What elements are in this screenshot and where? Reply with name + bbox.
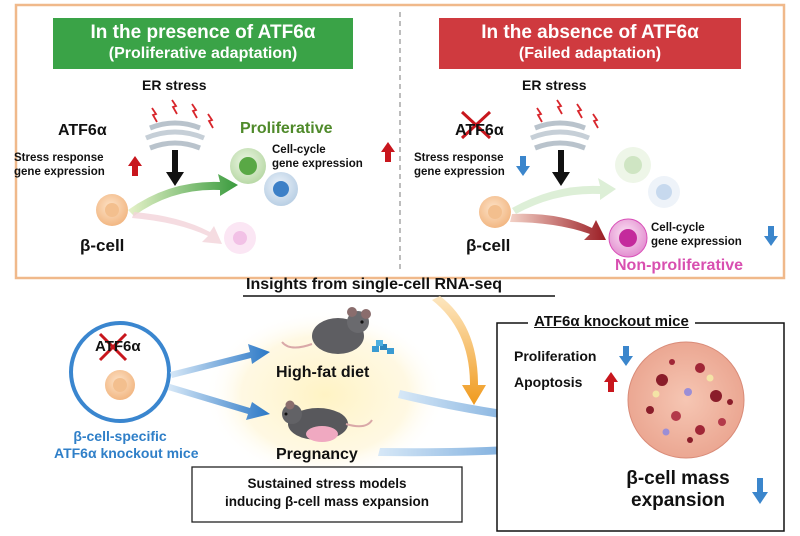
banner-presence-title: In the presence of ATF6α	[90, 22, 316, 43]
proliferative-arrow	[128, 174, 238, 216]
banner-absence-subtitle: (Failed adaptation)	[518, 45, 662, 62]
down-arrow-proliferation	[619, 346, 633, 366]
knockout-caption-2: ATF6α knockout mice	[54, 445, 199, 461]
insights-label: Insights from single-cell RNA-seq	[246, 276, 503, 293]
down-arrow-expansion	[752, 478, 768, 504]
pregnancy-label: Pregnancy	[276, 446, 358, 463]
cell-cycle-label-left-2: gene expression	[272, 158, 363, 170]
mass-expansion-label-2: expansion	[631, 490, 725, 511]
stress-models-caption-2: inducing β-cell mass expansion	[224, 494, 430, 509]
cell-cycle-label-right-1: Cell-cycle	[651, 222, 705, 234]
stress-arrow-left	[166, 150, 184, 186]
banner-presence-subtitle: (Proliferative adaptation)	[108, 45, 298, 62]
stress-models-box	[191, 466, 463, 523]
islet-icon	[627, 341, 745, 459]
beta-cell-label-right: β-cell	[466, 236, 511, 255]
proliferation-label: Proliferation	[514, 348, 597, 364]
failed-arrow	[510, 213, 606, 240]
knockout-cross-right	[460, 110, 492, 140]
stress-response-label-right-2: gene expression	[414, 166, 505, 178]
banner-absence-title: In the absence of ATF6α	[481, 22, 699, 43]
atf6-label-right: ATF6α	[455, 122, 504, 139]
cell-cycle-label-right-2: gene expression	[651, 236, 742, 248]
proliferative-label: Proliferative	[240, 120, 333, 137]
up-arrow-stress-left	[128, 156, 142, 176]
faded-arrow-left	[132, 212, 222, 244]
atf6-label-bottom: ATF6α	[95, 338, 141, 355]
er-stress-label-right: ER stress	[522, 77, 587, 93]
er-stress-icon-right	[530, 99, 599, 151]
knockout-caption-1: β-cell-specific	[73, 428, 167, 444]
faded-arrow-right	[512, 178, 616, 214]
stress-arrow-right	[552, 150, 570, 186]
down-arrow-cellcycle-right	[764, 226, 778, 246]
beta-cell-label-left: β-cell	[80, 236, 125, 255]
er-stress-icon-left	[145, 99, 214, 151]
down-arrow-stress-right	[516, 156, 530, 176]
stress-models-caption-1: Sustained stress models	[247, 476, 407, 491]
stress-response-label-left-1: Stress response	[14, 152, 104, 164]
pregnant-mouse-icon	[282, 400, 373, 442]
hfd-mouse-icon	[281, 307, 394, 354]
insights-arrow	[432, 296, 486, 405]
top-panel-border	[14, 3, 786, 280]
knockout-cross-bottom	[98, 332, 128, 362]
cell-cycle-label-left-1: Cell-cycle	[272, 144, 326, 156]
result-box-title: ATF6α knockout mice	[528, 313, 695, 330]
er-stress-label-left: ER stress	[142, 77, 207, 93]
up-arrow-apoptosis	[604, 372, 618, 392]
banner-absence: In the absence of ATF6α (Failed adaptati…	[439, 18, 741, 69]
stress-response-label-left-2: gene expression	[14, 166, 105, 178]
high-fat-diet-label: High-fat diet	[276, 364, 370, 381]
mass-expansion-label-1: β-cell mass	[626, 468, 730, 489]
apoptosis-label: Apoptosis	[514, 374, 583, 390]
up-arrow-cellcycle-left	[381, 142, 395, 162]
atf6-label-left: ATF6α	[58, 122, 107, 139]
stress-response-label-right-1: Stress response	[414, 152, 504, 164]
arrow-to-pregnancy	[168, 384, 270, 420]
banner-presence: In the presence of ATF6α (Proliferative …	[53, 18, 353, 69]
non-proliferative-label: Non-proliferative	[615, 257, 744, 274]
arrow-to-hfd	[170, 344, 270, 378]
